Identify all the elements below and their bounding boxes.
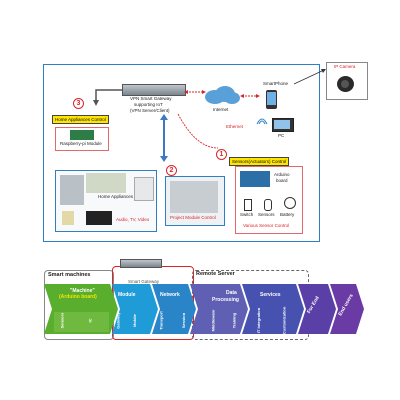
switch-label: Switch [240,212,254,217]
transport-vertical-label: Transport [158,311,164,330]
smartphone-icon [266,90,277,109]
camera-arrow [293,69,326,85]
raspberry-board-image [70,130,94,140]
training-vertical-label: Training [231,312,237,329]
end-users-chevron [330,284,364,334]
services-label: Services [260,292,281,298]
various-sensor-label: Various Sensor Control [243,223,290,228]
data-processing-label-2: Processing [212,297,239,303]
smartphone-label: SmartPhone [263,81,289,86]
it-integration-vertical-label: IT Integration [256,307,262,334]
ethernet-label: Ethernet [226,124,244,129]
mobile-vertical-label: Mobile [131,314,137,327]
gateway-internet-arrow [184,90,206,94]
project-module-label: Project Module Control [170,215,216,220]
home-appliances-control-label: Home Appliances Control [52,115,109,124]
battery-label: Battery [280,212,295,217]
ip-camera-icon [337,76,354,92]
gateway-label-2: supporting IoT [134,102,163,107]
project-module-box: Project Module Control [165,176,225,226]
various-sensor-box: Arduino board Switch Sensors Battery Var… [235,166,303,234]
ic-vertical-label: IC [87,318,93,323]
process-chain [44,284,364,334]
internet-label: Internet [213,107,229,112]
sensors-vertical-label: Sensors [59,312,65,329]
module-label: Module [118,292,136,298]
step-2-badge: 2 [166,165,177,176]
gateway-label-3: (VPN Server/Client) [130,108,170,113]
home-appliances-label: Home Appliances [98,194,134,199]
project-module-image [170,181,218,213]
machine-label-1: "Machine" [70,288,95,294]
sensors-control-label: Sensors(Actuators) Control [229,157,290,166]
gateway-label-1: VPN Smart Gateway [130,96,172,101]
services-chevron [242,284,304,334]
remote-server-title: Remote Server [196,271,235,277]
pc-label: PC [278,133,285,138]
smart-machines-title: Smart machines [48,272,91,278]
gateway-project-arrow [160,114,168,162]
customization-vertical-label: Customization [281,306,287,335]
switch-icon [244,199,252,211]
ip-camera-box: IP Camera [326,62,368,100]
tv-image [86,211,112,225]
gateway-sensor-arrow [177,113,219,149]
sensor-icon [264,199,272,211]
raspberry-module-box: Raspberry-pi Module [55,127,109,151]
raspberry-module-label: Raspberry-pi Module [60,141,102,146]
internet-phone-arrow [240,94,260,98]
ip-camera-label: IP Camera [334,64,356,69]
wifi-icon [256,118,268,125]
step-3-badge: 3 [73,98,84,109]
middleware-vertical-label: Middleware [210,309,216,332]
session-vertical-label: Session [181,312,187,329]
network-chevron [152,284,196,334]
washer-image [134,177,154,201]
pc-icon [272,118,294,132]
gateway-vertical-label: Gateway [115,312,121,329]
smart-gateway-title: Smart Gateway [128,279,160,284]
data-processing-label-1: Data [226,290,237,296]
audio-tv-video-label: Audio, TV, Video [116,217,150,222]
module-chevron [112,284,158,334]
arduino-board-image [240,171,270,187]
house-image [86,173,126,193]
gateway-home-arrow [93,89,122,106]
battery-icon [284,197,296,209]
arduino-label-1: Arduino [274,172,290,177]
internet-cloud-icon [205,86,240,104]
network-label: Network [160,292,180,298]
for-end-chevron [298,284,336,334]
sensors-label: Sensors [258,212,275,217]
vpn-gateway-device [122,84,186,96]
refrigerator-image [60,175,84,205]
step-1-badge: 1 [216,149,227,160]
smart-gateway-device-image [120,259,162,268]
arduino-label-2: board [276,178,288,183]
home-appliances-box: Home Appliances Audio, TV, Video [55,170,157,232]
system-frame [43,64,320,242]
machine-label-2: (Arduino board) [59,294,97,300]
data-processing-chevron [190,284,248,334]
aircon-image [62,211,74,225]
